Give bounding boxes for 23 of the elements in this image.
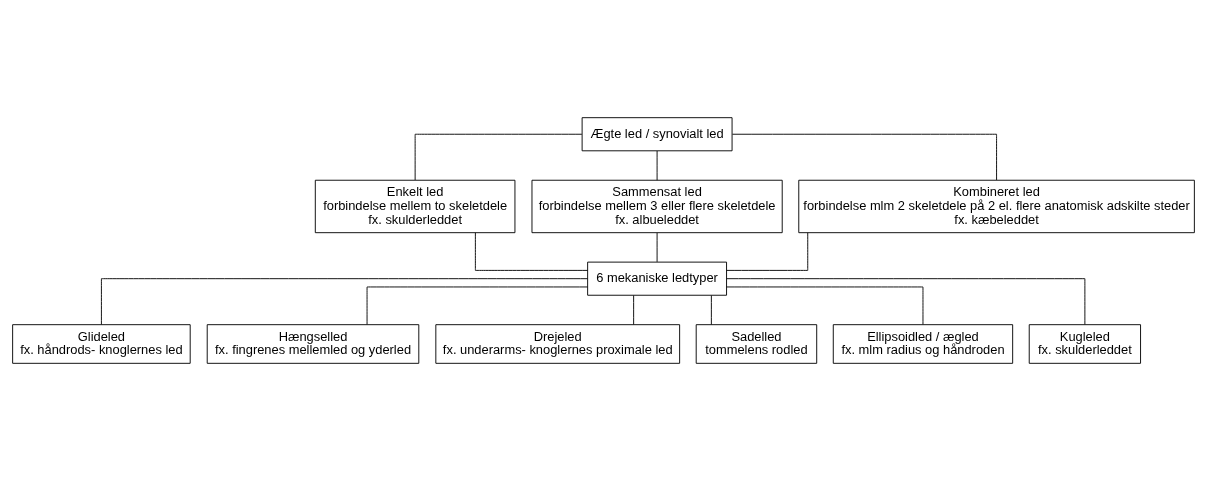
node-box: Kombineret led forbindelse mlm 2 skeletdele på 2 el. flere anatomisk adskilte steder fx. kæbeleddet bbox=[798, 179, 1195, 233]
node-box: Enkelt led forbindelse mellem to skeletdele fx. skulderleddet bbox=[314, 179, 516, 233]
node-box: 6 mekaniske ledtyper bbox=[587, 261, 727, 296]
node-box: Hængselled fx. fingrenes mellemled og yderled bbox=[206, 323, 420, 364]
connector bbox=[100, 277, 588, 325]
connector bbox=[366, 286, 589, 325]
connector bbox=[726, 277, 1086, 325]
connector bbox=[726, 286, 924, 325]
connector bbox=[656, 232, 658, 262]
node-box: Sammensat led forbindelse mellem 3 eller flere skeletdele fx. albueleddet bbox=[531, 179, 783, 233]
node-box: Ægte led / synovialt led bbox=[581, 116, 733, 151]
node-box: Ellipsoidled / ægled fx. mlm radius og håndroden bbox=[832, 323, 1014, 364]
connector bbox=[710, 294, 712, 325]
connector bbox=[474, 231, 589, 271]
node-box: Kugleled fx. skulderleddet bbox=[1028, 323, 1141, 364]
connector bbox=[414, 133, 583, 180]
connector bbox=[726, 231, 809, 271]
node-box: Glideled fx. håndrods- knoglernes led bbox=[12, 323, 191, 364]
node-box: Sadelled tommelens rodled bbox=[695, 323, 818, 364]
connector bbox=[633, 294, 635, 325]
connector bbox=[656, 150, 658, 181]
connector bbox=[731, 133, 998, 180]
node-box: Drejeled fx. underarms- knoglernes proximale led bbox=[435, 323, 681, 364]
